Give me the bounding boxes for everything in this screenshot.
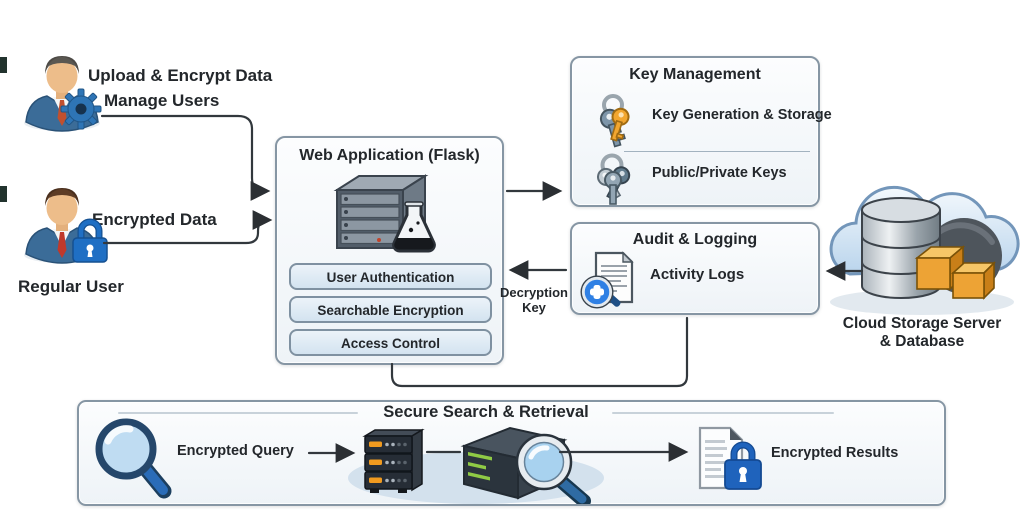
- web-app-title: Web Application (Flask): [299, 147, 480, 164]
- log-magnifier-icon: [580, 251, 634, 309]
- key-management-title: Key Management: [629, 66, 761, 83]
- module-searchable-encryption: Searchable Encryption: [289, 296, 492, 323]
- edge-artifact: [0, 57, 7, 73]
- activity-logs-label: Activity Logs: [650, 266, 745, 283]
- search-server-icon: [460, 426, 591, 504]
- web-app-box: Web Application (Flask) User Authenticat…: [275, 136, 504, 365]
- padlock-icon: [72, 218, 108, 263]
- cloud-label-line1: Cloud Storage Server: [842, 315, 1002, 332]
- key-management-box: Key Management Key Generation & Storage: [570, 56, 832, 207]
- module-access-control: Access Control: [289, 329, 492, 356]
- admin-action-label-2: Manage Users: [104, 91, 220, 110]
- document-lock-icon: [698, 426, 762, 490]
- key-ring-icon: [597, 153, 631, 205]
- title-rule-right: [612, 412, 834, 414]
- gear-icon: [60, 88, 102, 130]
- admin-action-label-1: Upload & Encrypt Data: [88, 66, 273, 85]
- divider: [624, 151, 810, 152]
- arrow-user-to-webapp: [102, 210, 273, 245]
- audit-logging-title: Audit & Logging: [632, 231, 758, 248]
- edge-artifact: [0, 186, 7, 202]
- server-flask-icon: [333, 174, 436, 253]
- key-generation-label: Key Generation & Storage: [652, 107, 832, 123]
- encrypted-query-label: Encrypted Query: [177, 443, 294, 459]
- cloud-label-line2: & Database: [879, 333, 965, 350]
- magnifier-icon: [95, 418, 172, 499]
- rack-server-icon: [362, 428, 425, 493]
- encrypted-results-label: Encrypted Results: [771, 445, 899, 461]
- secure-search-title: Secure Search & Retrieval: [383, 403, 589, 421]
- encrypted-data-label: Encrypted Data: [92, 210, 217, 229]
- key-pair-icon: [599, 94, 630, 148]
- regular-user-label: Regular User: [18, 277, 124, 296]
- module-user-authentication: User Authentication: [289, 263, 492, 290]
- arrow-admin-to-webapp: [100, 114, 271, 201]
- audit-logging-box: Audit & Logging Activity Logs: [570, 222, 820, 315]
- connector-webapp-audit-bottom: [390, 316, 689, 388]
- public-private-keys-label: Public/Private Keys: [652, 165, 787, 181]
- title-rule-left: [118, 412, 358, 414]
- decryption-key-label: Decryption Key: [500, 285, 568, 315]
- cloud-storage-icon: [829, 185, 1020, 315]
